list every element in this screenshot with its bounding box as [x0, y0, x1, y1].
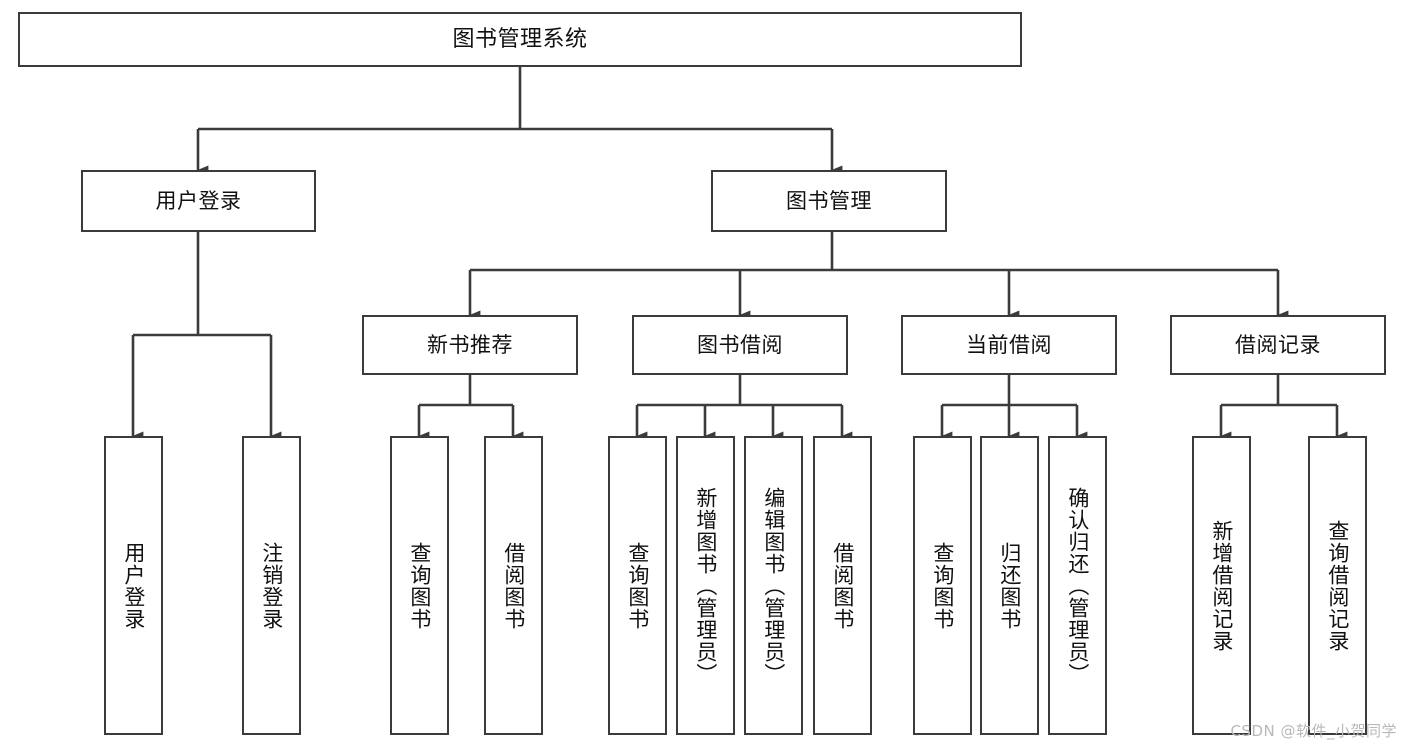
node-leaf-confirm-return-label: 确认归还（管理员） — [1065, 486, 1090, 685]
node-leaf-borrow-book-1[interactable]: 借阅图书 — [484, 436, 543, 735]
node-root-label: 图书管理系统 — [452, 26, 588, 52]
csdn-watermark: CSDN @软件_小贺同学 — [1230, 722, 1397, 740]
node-leaf-edit-book-label: 编辑图书（管理员） — [761, 486, 786, 685]
node-current-borrow[interactable]: 当前借阅 — [901, 315, 1117, 375]
node-leaf-add-borrow-record-label: 新增借阅记录 — [1209, 519, 1234, 652]
node-leaf-query-book-2[interactable]: 查询图书 — [608, 436, 667, 735]
node-borrow-record-label: 借阅记录 — [1235, 332, 1321, 357]
node-new-book-recommend[interactable]: 新书推荐 — [362, 315, 578, 375]
node-leaf-add-book[interactable]: 新增图书（管理员） — [676, 436, 735, 735]
node-leaf-query-book-1[interactable]: 查询图书 — [390, 436, 449, 735]
node-root[interactable]: 图书管理系统 — [18, 12, 1022, 67]
node-leaf-query-book-3[interactable]: 查询图书 — [913, 436, 972, 735]
node-leaf-borrow-book-1-label: 借阅图书 — [501, 541, 526, 630]
node-book-borrow-label: 图书借阅 — [697, 332, 783, 357]
node-leaf-borrow-book-2-label: 借阅图书 — [830, 541, 855, 630]
node-user-login[interactable]: 用户登录 — [81, 170, 316, 232]
node-leaf-query-borrow-record-label: 查询借阅记录 — [1325, 519, 1350, 652]
node-leaf-edit-book[interactable]: 编辑图书（管理员） — [744, 436, 803, 735]
node-borrow-record[interactable]: 借阅记录 — [1170, 315, 1386, 375]
node-current-borrow-label: 当前借阅 — [966, 332, 1052, 357]
node-new-book-recommend-label: 新书推荐 — [427, 332, 513, 357]
node-book-management-label: 图书管理 — [786, 188, 872, 213]
node-leaf-return-book[interactable]: 归还图书 — [980, 436, 1039, 735]
node-leaf-user-login-label: 用户登录 — [121, 541, 146, 630]
node-leaf-logout-login-label: 注销登录 — [259, 541, 284, 630]
node-leaf-add-borrow-record[interactable]: 新增借阅记录 — [1192, 436, 1251, 735]
node-leaf-return-book-label: 归还图书 — [997, 541, 1022, 630]
node-leaf-query-book-3-label: 查询图书 — [930, 541, 955, 630]
node-leaf-query-borrow-record[interactable]: 查询借阅记录 — [1308, 436, 1367, 735]
node-book-management[interactable]: 图书管理 — [711, 170, 947, 232]
node-leaf-user-login[interactable]: 用户登录 — [104, 436, 163, 735]
node-user-login-label: 用户登录 — [155, 188, 242, 213]
node-leaf-confirm-return[interactable]: 确认归还（管理员） — [1048, 436, 1107, 735]
node-leaf-query-book-1-label: 查询图书 — [407, 541, 432, 630]
node-leaf-logout-login[interactable]: 注销登录 — [242, 436, 301, 735]
node-leaf-borrow-book-2[interactable]: 借阅图书 — [813, 436, 872, 735]
node-leaf-query-book-2-label: 查询图书 — [625, 541, 650, 630]
node-leaf-add-book-label: 新增图书（管理员） — [693, 486, 718, 685]
node-book-borrow[interactable]: 图书借阅 — [632, 315, 848, 375]
